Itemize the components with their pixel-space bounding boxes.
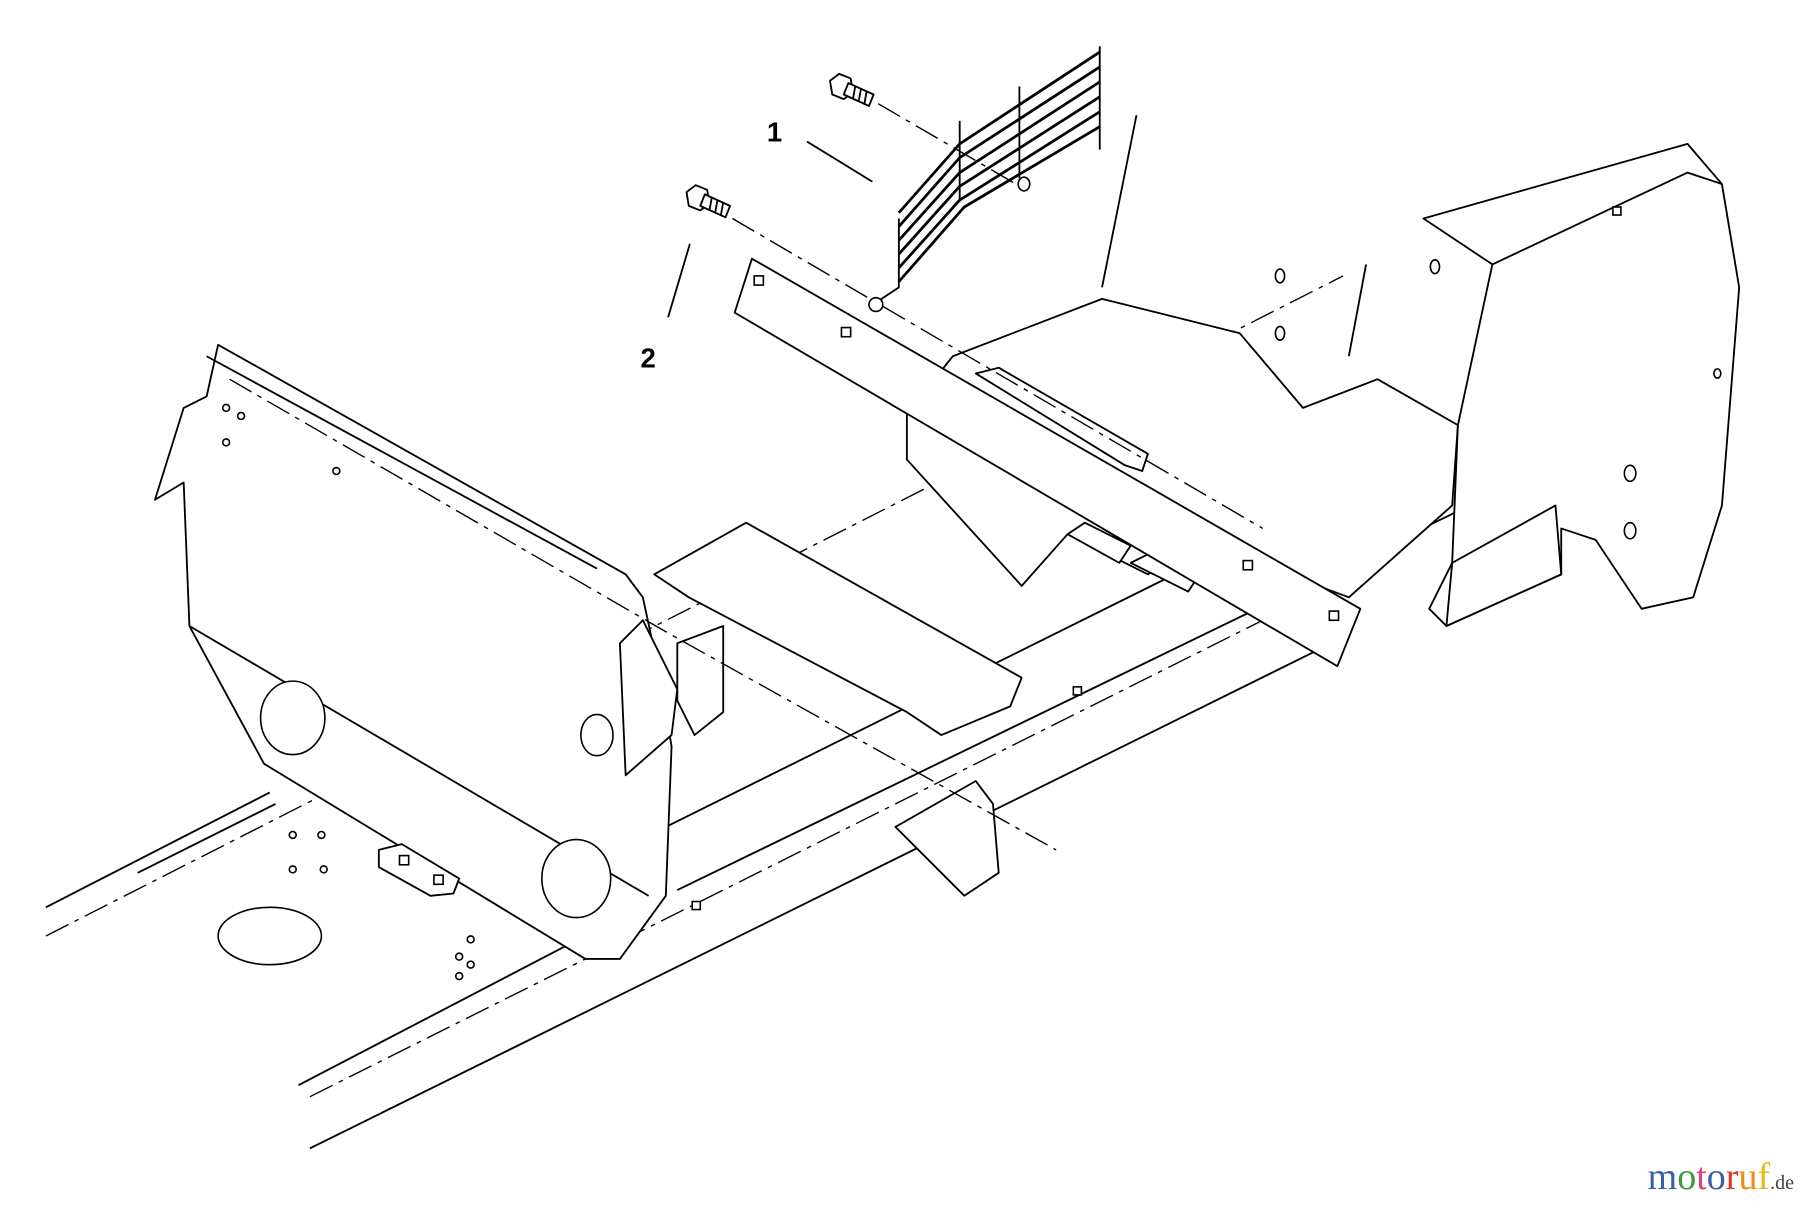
bracket — [894, 780, 1000, 897]
front-panel — [154, 343, 725, 960]
bolt-2-centerline — [732, 217, 1264, 530]
callout-2: 2 — [641, 243, 691, 374]
rear-fender — [1101, 114, 1741, 627]
watermark-suffix: .de — [1770, 1172, 1794, 1194]
cross-bar — [733, 257, 1362, 668]
watermark-letter: t — [1696, 1156, 1707, 1198]
watermark-letter: u — [1738, 1156, 1758, 1198]
callout-number: 2 — [641, 343, 656, 374]
motoruf-watermark-logo: motoruf.de — [1648, 1155, 1794, 1199]
floor-pan — [217, 206, 1622, 981]
grille-part — [868, 46, 1101, 313]
bolt-icon — [829, 72, 875, 107]
callout-number: 1 — [767, 117, 782, 148]
panel-centerline — [229, 378, 1057, 851]
callout-1: 1 — [767, 117, 873, 183]
watermark-letter: o — [1677, 1156, 1697, 1198]
floor-plate — [653, 521, 1023, 736]
watermark-letter: r — [1725, 1156, 1739, 1198]
watermark-letter: m — [1647, 1156, 1678, 1198]
bolt-icon — [685, 184, 732, 219]
bolt-1-centerline — [877, 103, 1017, 185]
watermark-letter: f — [1757, 1156, 1771, 1198]
chassis — [653, 297, 1459, 897]
watermark-letter: o — [1706, 1156, 1726, 1198]
